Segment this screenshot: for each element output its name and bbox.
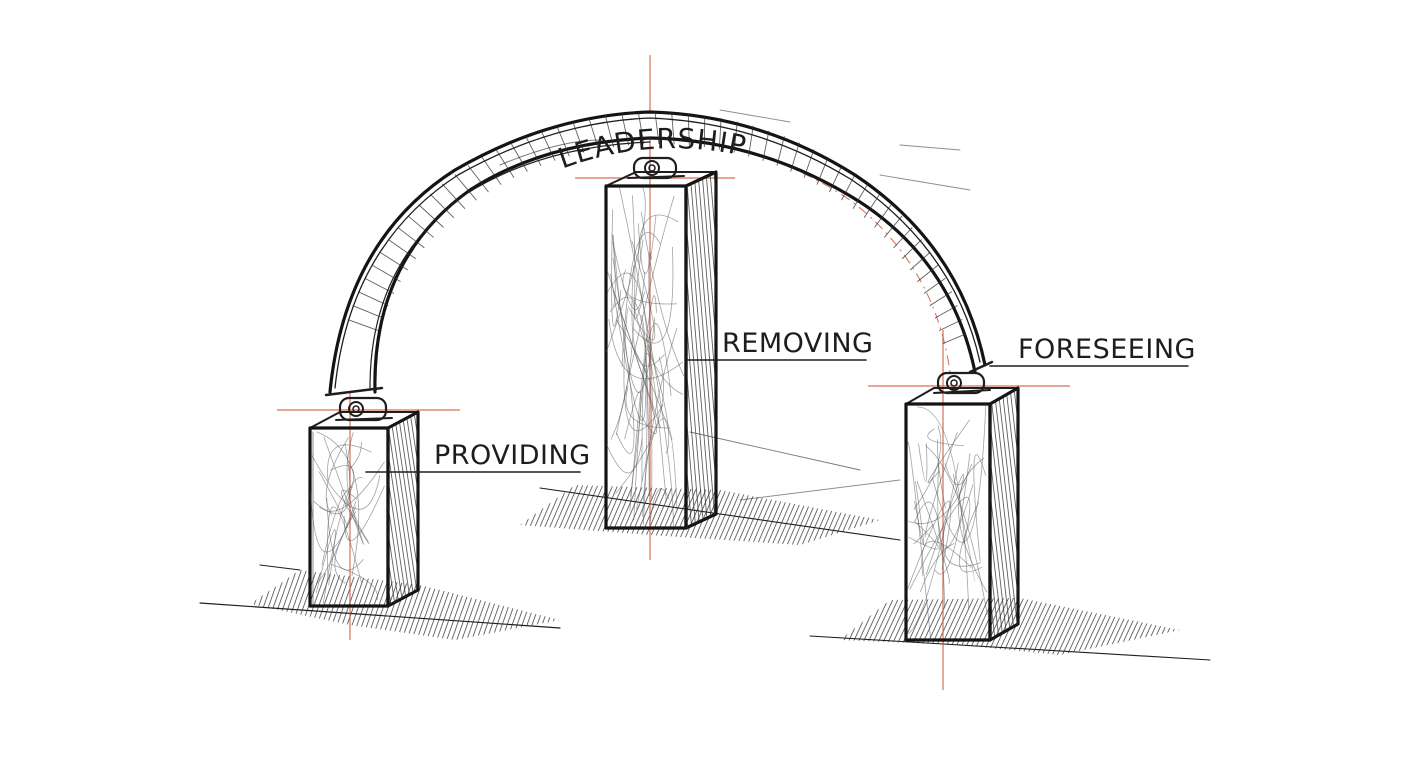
- callout-center: REMOVING: [685, 328, 873, 361]
- pillar-label-providing: PROVIDING: [434, 440, 591, 471]
- pillar-right: [904, 386, 1020, 642]
- pillar-center: [604, 170, 718, 530]
- pillar-left: [308, 410, 420, 608]
- pillar-label-removing: REMOVING: [722, 328, 873, 359]
- arch-beam: [324, 109, 994, 397]
- callout-left: PROVIDING: [365, 440, 591, 473]
- bearing-left: [335, 396, 393, 422]
- pillar-label-foreseeing: FORESEEING: [1018, 334, 1196, 365]
- bearing-center: [627, 156, 685, 180]
- callout-right: FORESEEING: [989, 334, 1196, 367]
- bearing-right: [933, 371, 991, 395]
